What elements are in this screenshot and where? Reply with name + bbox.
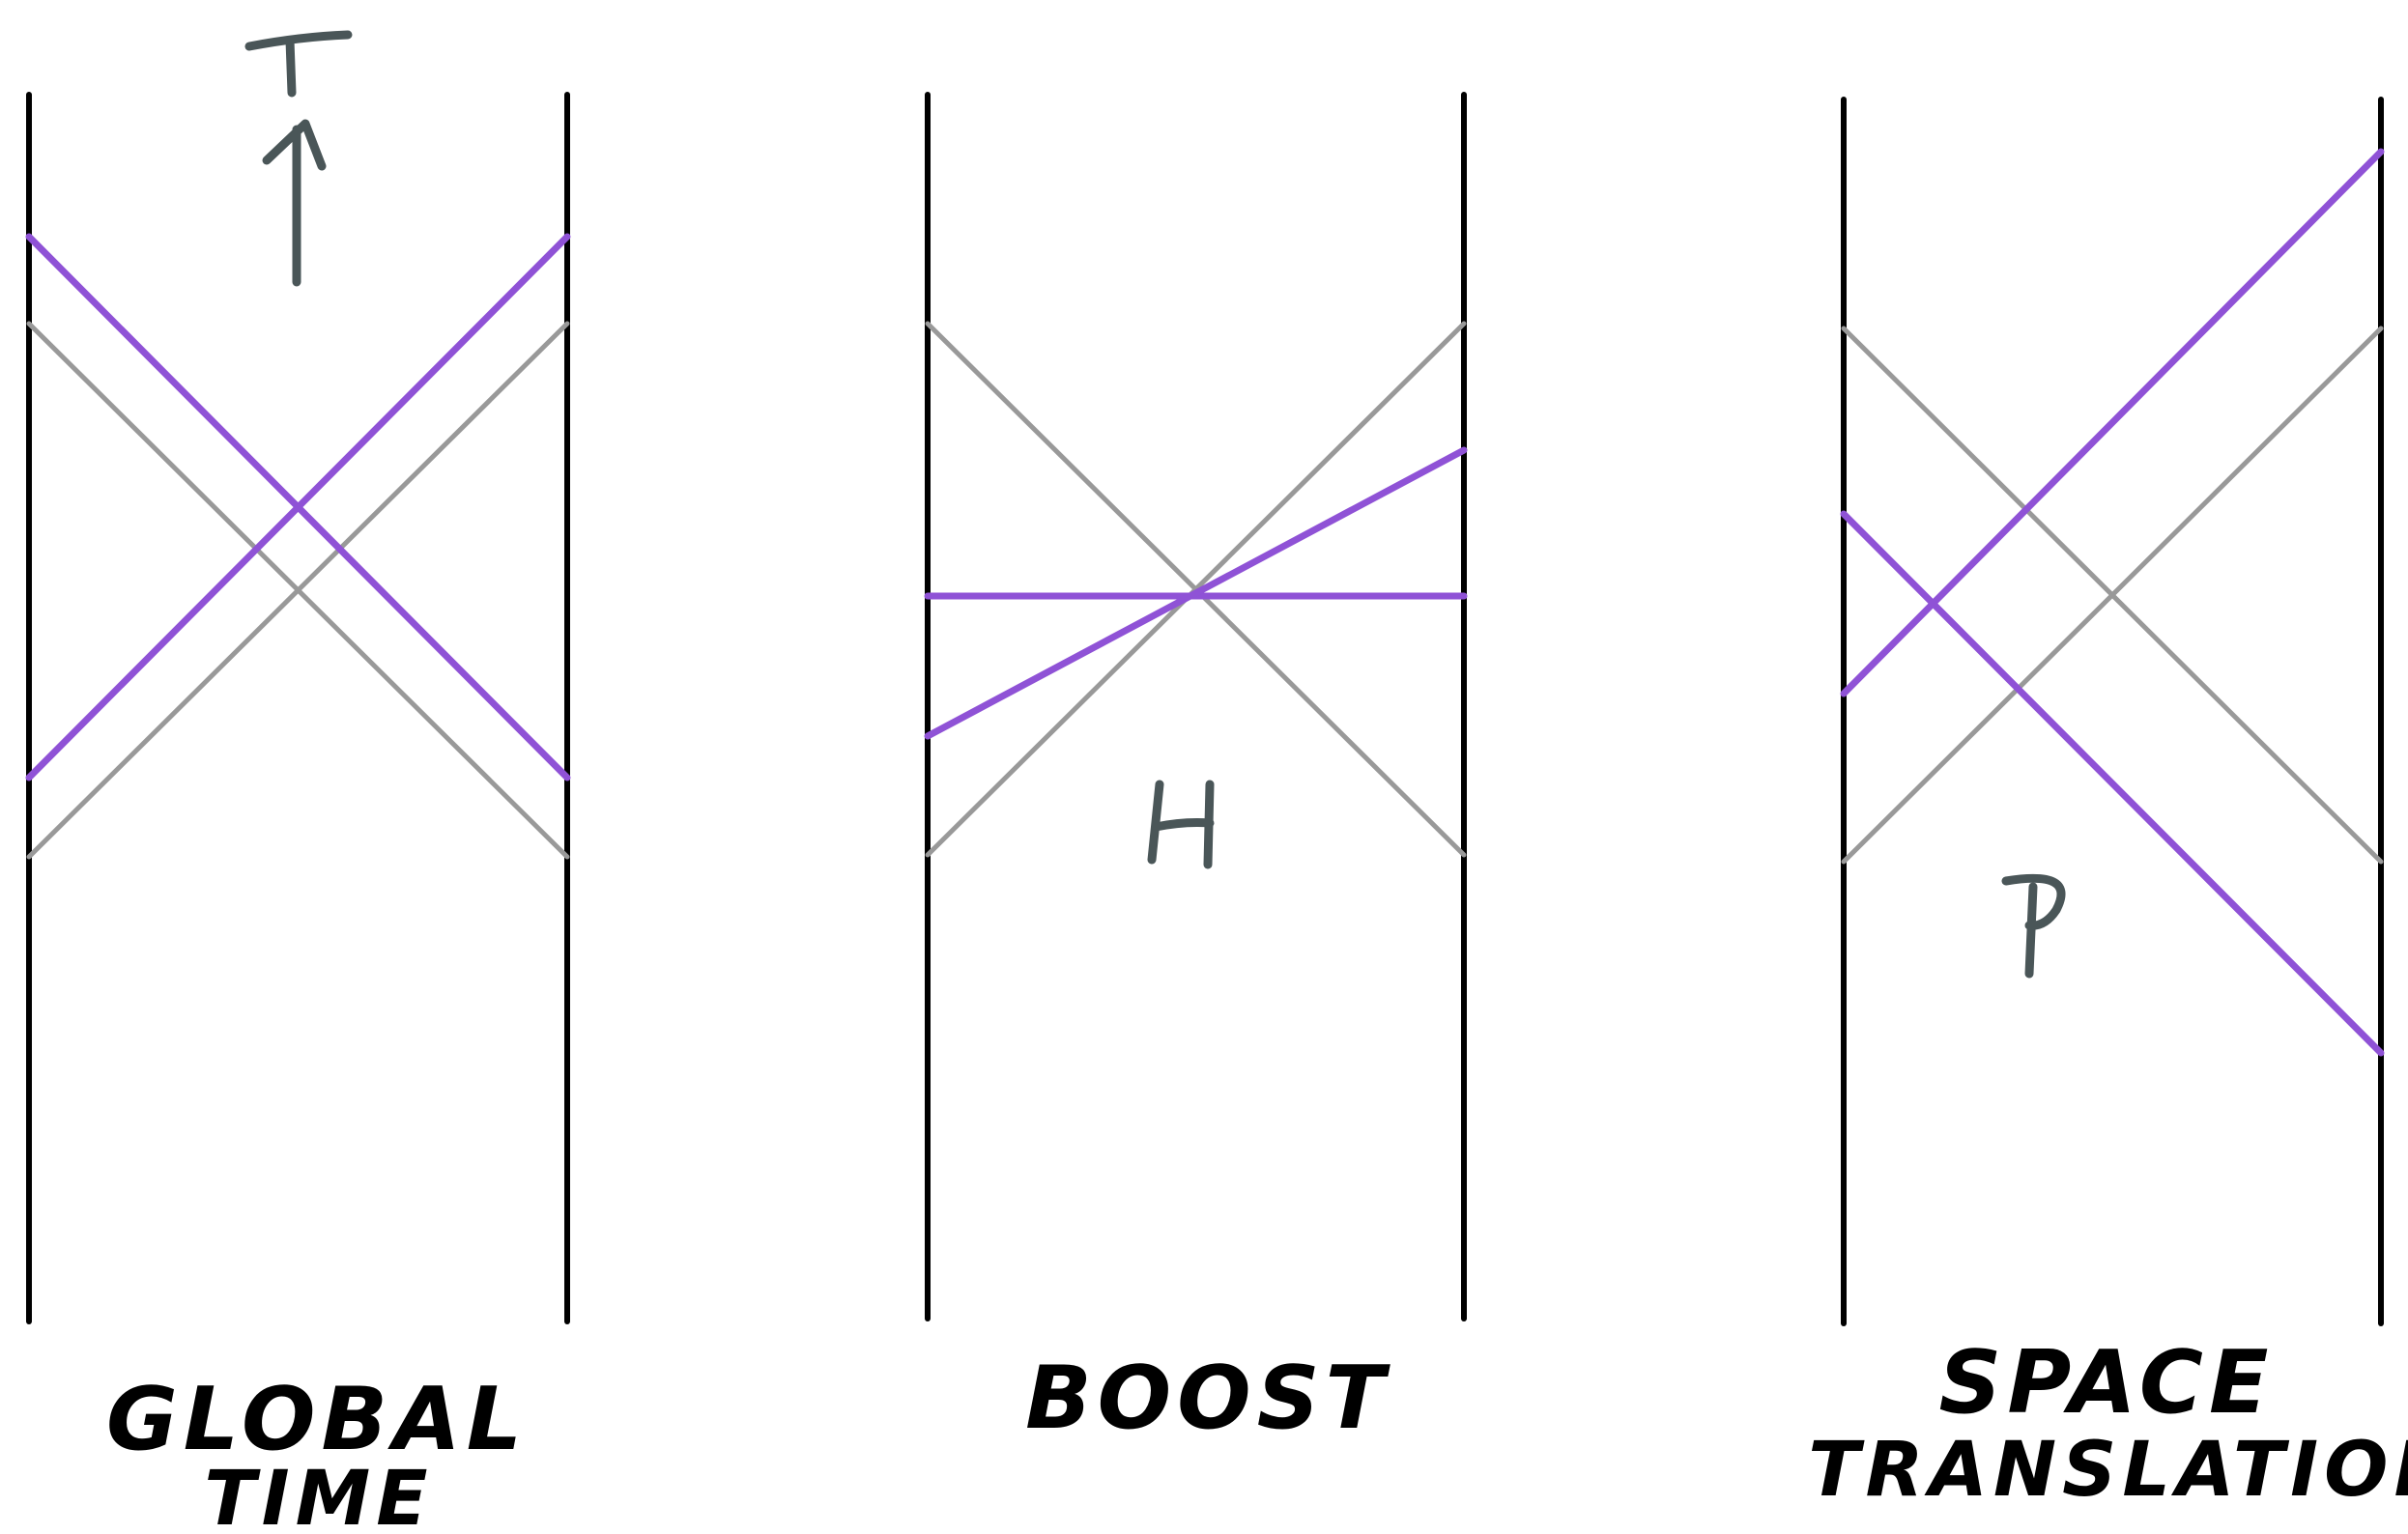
symbol-label: H [1181, 830, 1182, 832]
caption-line-1: SPACE [1939, 1332, 2275, 1434]
transformed-tilted-line [924, 446, 1468, 740]
reference-light-ray [925, 321, 1467, 858]
panel-boost: H BOOST [924, 92, 1468, 1449]
caption-line-1: BOOST [1025, 1348, 1390, 1449]
panel-global-time: T GLOBAL TIME [25, 30, 571, 1534]
translation-generator-symbol: P [2001, 873, 2066, 979]
up-arrow-icon [262, 119, 327, 287]
reference-light-ray [26, 321, 570, 860]
transformed-light-ray [1840, 510, 2385, 1057]
panel-space-translation: P SPACE TRANSLATION [1808, 97, 2408, 1514]
caption-line-2: TIME [204, 1456, 433, 1534]
transformed-light-ray [1840, 148, 2385, 697]
transformed-light-ray [25, 233, 571, 781]
time-generator-symbol: T [244, 30, 353, 98]
boost-generator-symbol: H [1147, 780, 1215, 869]
reference-light-ray [1841, 326, 2384, 865]
caption-line-2: TRANSLATION [1808, 1427, 2408, 1514]
caption-line-1: GLOBAL [106, 1369, 528, 1470]
